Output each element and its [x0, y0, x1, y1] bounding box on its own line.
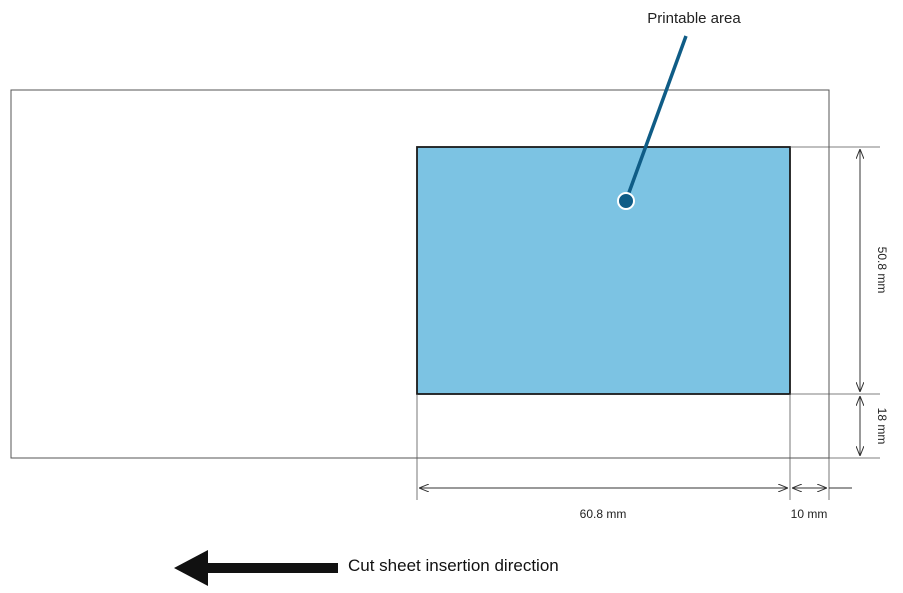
dimension-label-printable-height: 50.8 mm [875, 247, 889, 294]
callout-leader-line [625, 35, 688, 199]
dimension-label-printable-width: 60.8 mm [580, 507, 627, 521]
callout-label: Printable area [647, 10, 741, 27]
dimension-label-right-margin: 10 mm [791, 507, 828, 521]
dimension-label-bottom-margin: 18 mm [875, 408, 889, 445]
direction-arrow-shaft [200, 563, 338, 573]
printable-area [416, 146, 791, 395]
callout-dot [617, 192, 635, 210]
direction-label: Cut sheet insertion direction [348, 556, 559, 575]
direction-arrow-head [174, 550, 208, 586]
